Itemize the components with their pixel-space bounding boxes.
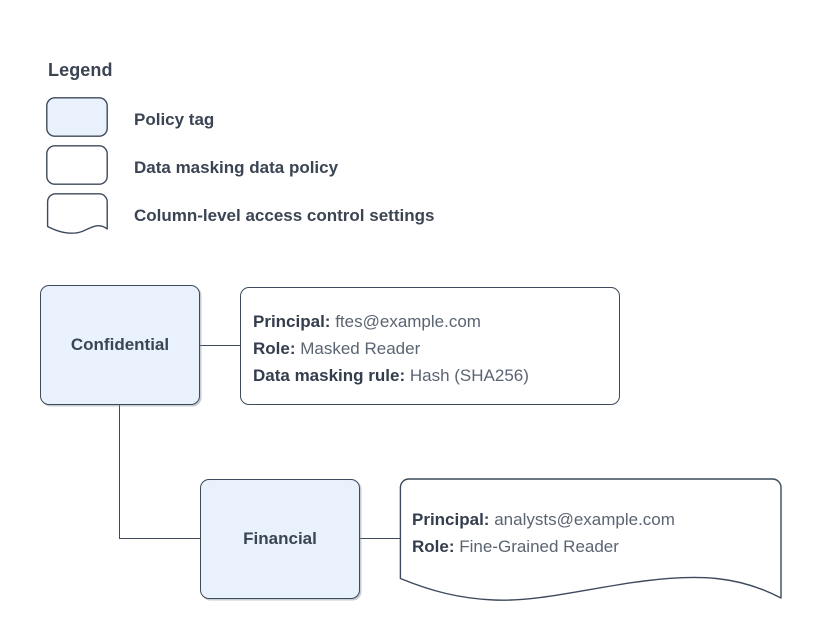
connector-confidential-to-policy xyxy=(200,345,240,347)
legend-swatch-data-masking-policy xyxy=(46,145,108,185)
detail-label-principal-financial: Principal: xyxy=(412,510,490,529)
detail-line-principal: Principal: ftes@example.com xyxy=(253,308,481,335)
detail-line-principal-financial: Principal: analysts@example.com xyxy=(412,506,675,533)
detail-value-role-financial: Fine-Grained Reader xyxy=(459,537,619,556)
legend-swatch-column-access-control xyxy=(46,193,108,234)
detail-label-principal: Principal: xyxy=(253,312,331,331)
legend-label-data-masking-policy: Data masking data policy xyxy=(134,158,339,177)
detail-line-role-financial: Role: Fine-Grained Reader xyxy=(412,533,619,560)
detail-label-role: Role: xyxy=(253,339,296,358)
detail-line-masking-rule: Data masking rule: Hash (SHA256) xyxy=(253,362,529,389)
detail-box-confidential-policy: Principal: ftes@example.com Role: Masked… xyxy=(240,287,620,405)
node-confidential-label: Confidential xyxy=(70,335,170,354)
detail-value-masking-rule: Hash (SHA256) xyxy=(409,366,529,385)
connector-financial-to-policy xyxy=(360,537,401,539)
detail-value-principal-financial: analysts@example.com xyxy=(494,510,675,529)
legend-swatch-policy-tag xyxy=(46,97,108,137)
legend-label-policy-tag: Policy tag xyxy=(134,110,215,129)
detail-box-financial-policy: Principal: analysts@example.com Role: Fi… xyxy=(399,478,785,604)
legend-title: Legend xyxy=(48,60,113,80)
node-financial-label: Financial xyxy=(243,529,317,548)
node-financial[interactable]: Financial xyxy=(200,479,360,599)
detail-label-masking-rule: Data masking rule: xyxy=(253,366,406,385)
connector-confidential-to-financial-vertical xyxy=(119,405,121,539)
detail-value-principal: ftes@example.com xyxy=(335,312,481,331)
legend-label-column-access-control: Column-level access control settings xyxy=(134,206,435,225)
connector-confidential-to-financial-horizontal xyxy=(119,537,201,539)
node-confidential[interactable]: Confidential xyxy=(40,285,200,405)
detail-value-role: Masked Reader xyxy=(300,339,421,358)
detail-label-role-financial: Role: xyxy=(412,537,455,556)
detail-line-role: Role: Masked Reader xyxy=(253,335,420,362)
wavy-box-outline xyxy=(399,478,782,601)
